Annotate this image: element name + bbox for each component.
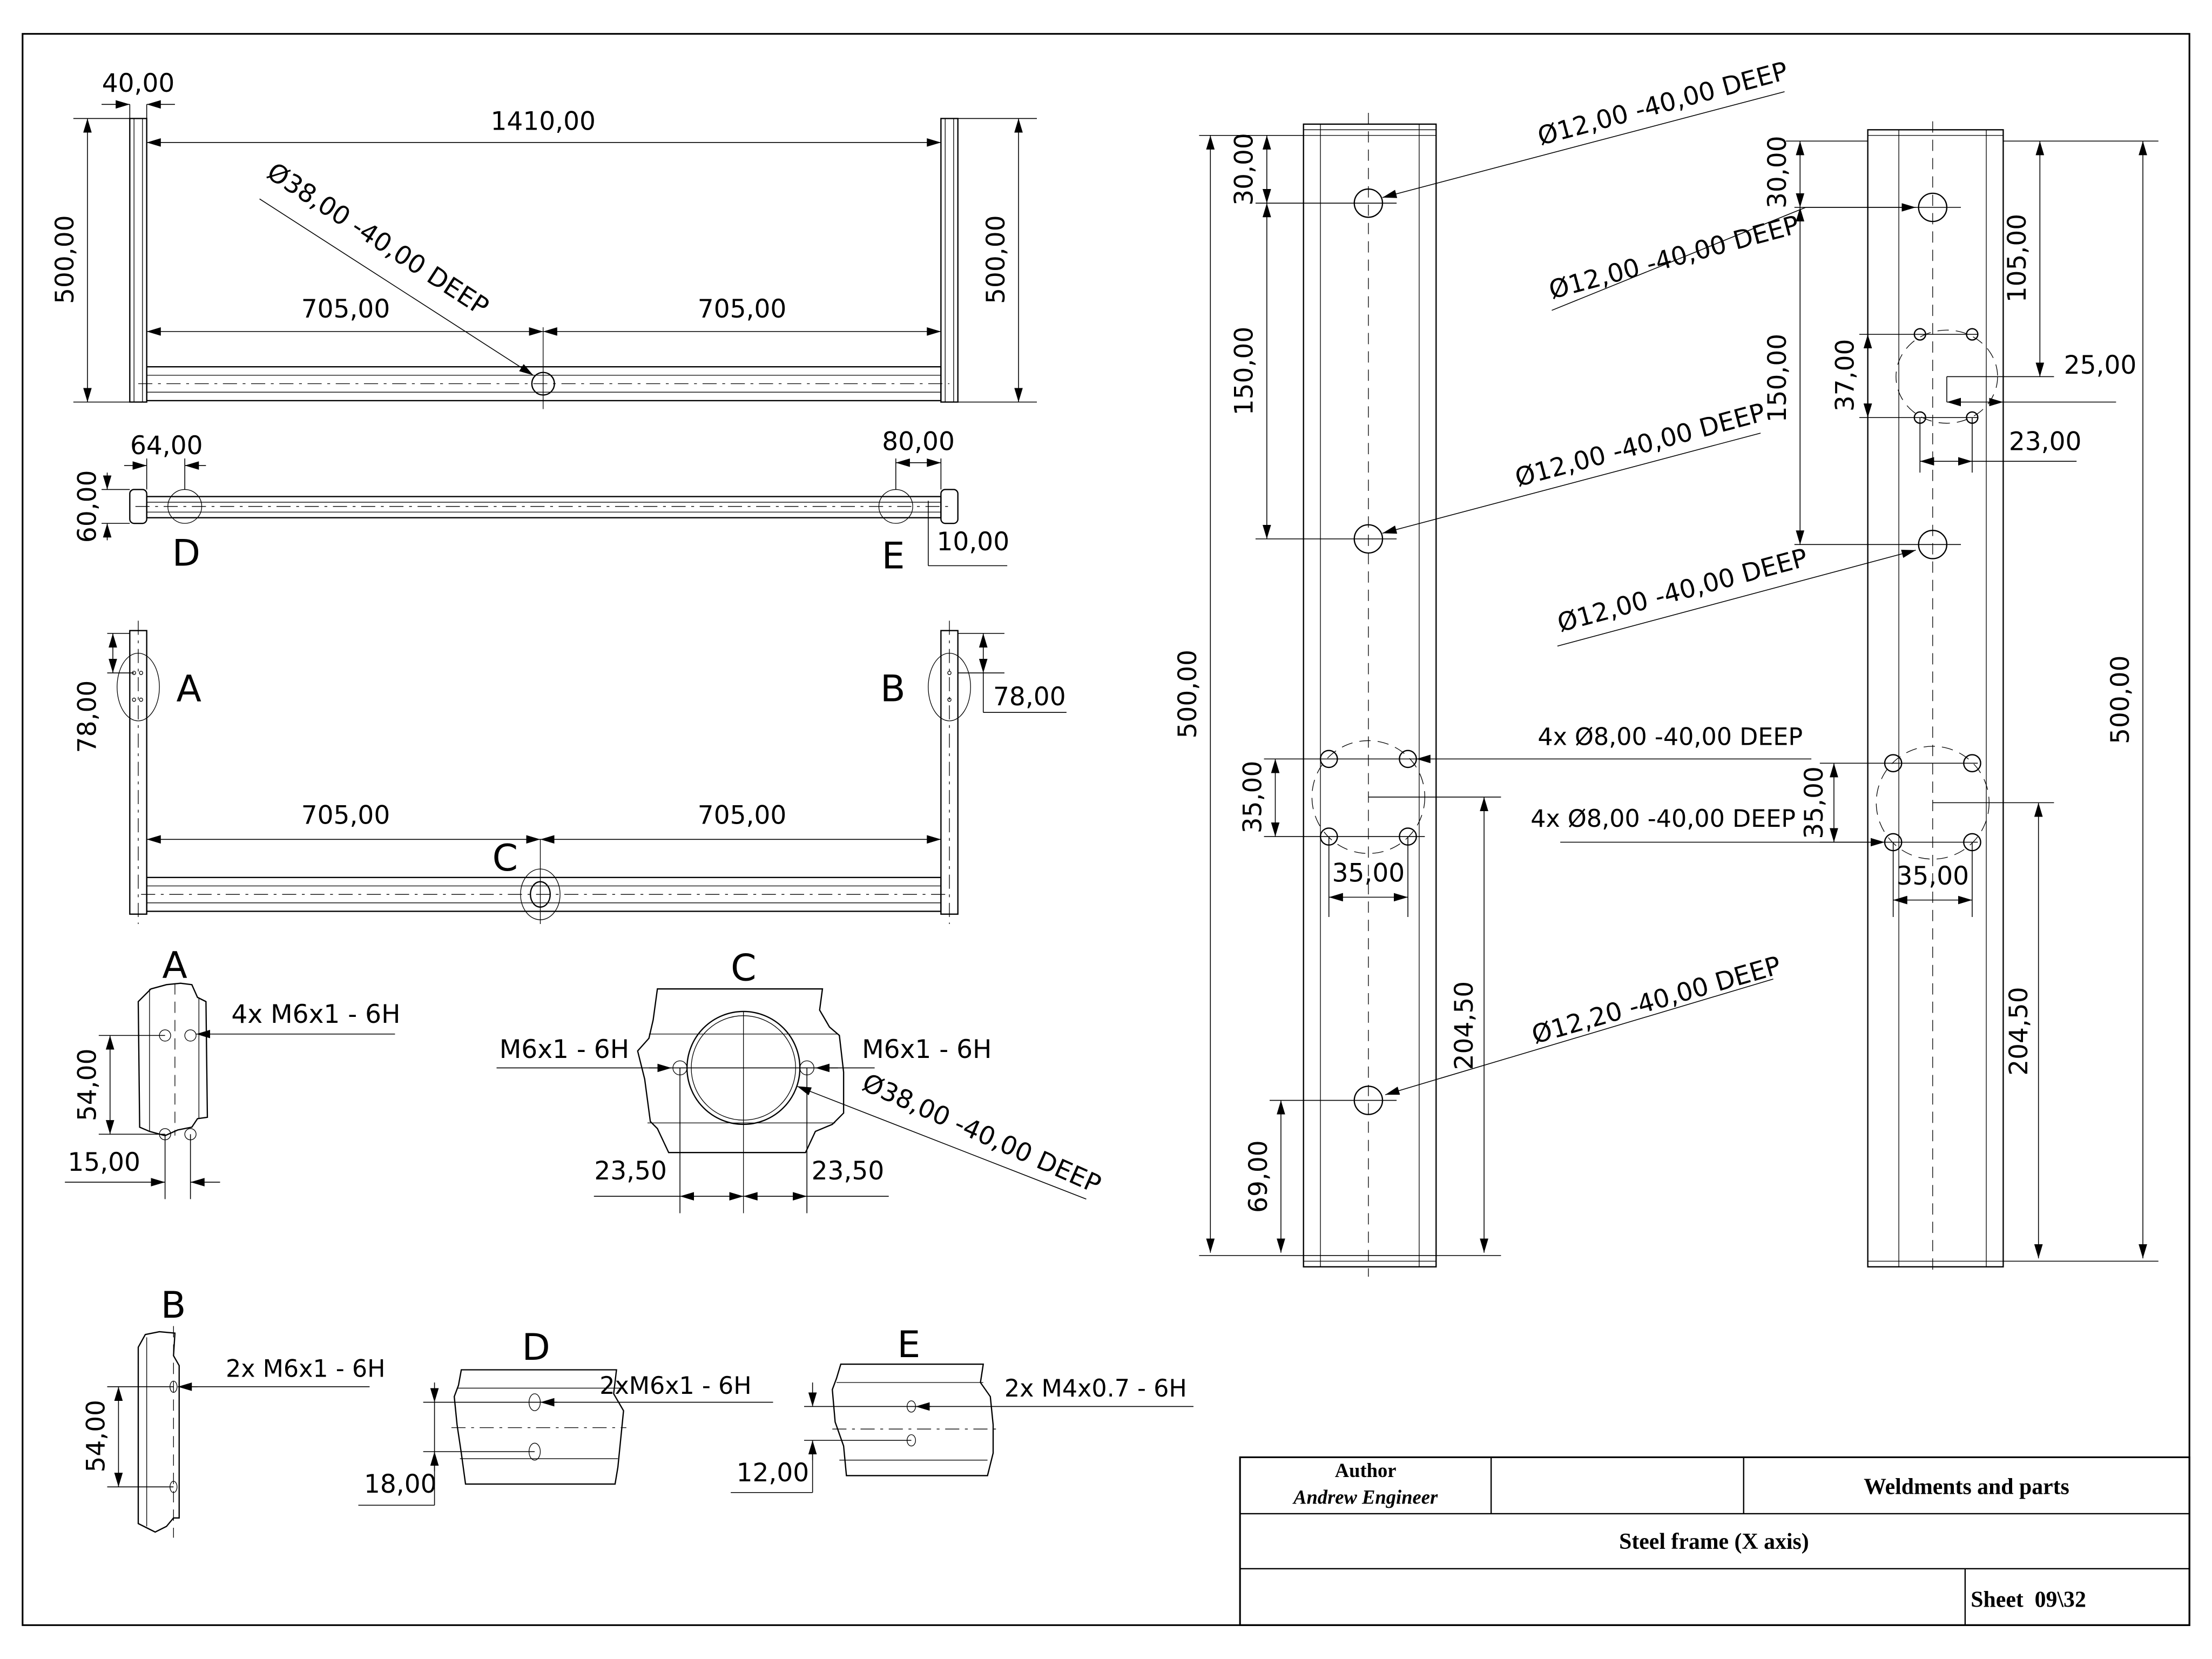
upright-right-callout-pattern: 4x Ø8,00 -40,00 DEEP xyxy=(1530,805,1796,833)
upright-right-view: 500,00 30,00 150,00 105,00 25,00 37,00 2… xyxy=(1530,121,2159,1277)
right-upright xyxy=(940,118,959,403)
upright-left-top-offset: 30,00 xyxy=(1230,133,1259,206)
upright-right-pattern-spacing-h: 35,00 xyxy=(1896,861,1969,891)
detail-c-hole-callout: Ø38,00 -40,00 DEEP xyxy=(858,1068,1105,1199)
title-block: Author Andrew Engineer Weldments and par… xyxy=(1239,1456,2190,1626)
detail-marker-b: B xyxy=(880,667,906,710)
upright-right-pattern-offset: 105,00 xyxy=(2002,214,2032,303)
upright-right-lower-offset: 204,50 xyxy=(2004,987,2034,1076)
detail-marker-a: A xyxy=(177,667,201,710)
upright-left-pattern-v: 35,00 xyxy=(1238,761,1267,834)
upright-left-hole-spacing: 150,00 xyxy=(1230,327,1259,416)
upright-left-overall: 500,00 xyxy=(1173,650,1203,739)
sheet-border xyxy=(22,33,2190,1626)
detail-e-spacing: 12,00 xyxy=(737,1458,810,1488)
upright-right-pattern-h1: 25,00 xyxy=(2064,350,2137,380)
detail-c-offset-right: 23,50 xyxy=(812,1156,885,1186)
detail-e-label: E xyxy=(897,1324,920,1366)
dim-height-left: 500,00 xyxy=(50,215,80,304)
detail-a-spacing: 54,00 xyxy=(73,1049,103,1122)
upright-left-pattern-h: 35,00 xyxy=(1332,859,1405,888)
upright-right-pattern-h2: 23,00 xyxy=(2009,427,2082,456)
top-view: 60,00 64,00 80,00 10,00 D E xyxy=(73,427,1010,577)
detail-marker-e: E xyxy=(882,535,905,578)
dim-bottom-half-right: 705,00 xyxy=(698,801,787,831)
detail-c-callout-left: M6x1 - 6H xyxy=(500,1035,629,1064)
dim-bottom-right-offset: 78,00 xyxy=(993,682,1066,712)
detail-c-label: C xyxy=(731,947,756,990)
detail-a-label: A xyxy=(162,944,187,987)
detail-a-width: 15,00 xyxy=(68,1148,140,1177)
detail-b-callout: 2x M6x1 - 6H xyxy=(226,1355,386,1383)
sheet-number: Sheet 09\32 xyxy=(1971,1587,2086,1612)
drawing-title: Steel frame (X axis) xyxy=(1619,1529,1809,1554)
upright-right-pattern-spacing-v: 35,00 xyxy=(1799,766,1829,839)
author-name: Andrew Engineer xyxy=(1292,1486,1438,1508)
detail-d-label: D xyxy=(522,1326,550,1369)
detail-d-callout: 2xM6x1 - 6H xyxy=(599,1372,751,1400)
author-label: Author xyxy=(1335,1459,1397,1481)
dim-bottom-half-left: 705,00 xyxy=(301,801,390,831)
dim-upright-width: 40,00 xyxy=(102,69,175,98)
detail-c-offset-left: 23,50 xyxy=(594,1156,667,1186)
detail-e: E 2x M4x0.7 - 6H 12,00 xyxy=(731,1324,1193,1493)
upright-right-callout-mid: Ø12,00 -40,00 DEEP xyxy=(1554,543,1811,638)
dim-half-right: 705,00 xyxy=(698,294,787,324)
detail-a: A 4x M6x1 - 6H 54,00 15,00 xyxy=(65,944,400,1199)
upright-left-callout-mid: Ø12,00 -40,00 DEEP xyxy=(1512,397,1769,493)
dim-bottom-left-offset: 78,00 xyxy=(73,680,103,753)
detail-d-spacing: 18,00 xyxy=(364,1469,437,1499)
dim-top-height: 60,00 xyxy=(73,470,103,543)
upright-right-pattern-v: 37,00 xyxy=(1830,339,1860,412)
upright-left-callout-top: Ø12,00 -40,00 DEEP xyxy=(1534,56,1791,152)
dim-top-left-offset: 64,00 xyxy=(130,431,203,461)
detail-d: D 2xM6x1 - 6H 18,00 xyxy=(358,1326,773,1506)
dim-top-right-offset: 80,00 xyxy=(882,427,955,456)
front-view: 40,00 1410,00 500,00 500,00 705,00 705,0… xyxy=(50,69,1037,409)
upright-left-callout-bottom: Ø12,20 -40,00 DEEP xyxy=(1528,950,1784,1050)
detail-a-callout: 4x M6x1 - 6H xyxy=(231,1000,400,1029)
detail-c-callout-right: M6x1 - 6H xyxy=(862,1035,992,1064)
dim-height-right: 500,00 xyxy=(981,215,1011,304)
upright-left-bottom-offset: 69,00 xyxy=(1244,1140,1273,1213)
detail-marker-c: C xyxy=(493,837,518,880)
detail-e-callout: 2x M4x0.7 - 6H xyxy=(1004,1375,1187,1402)
upright-right-callout-top: Ø12,00 -40,00 DEEP xyxy=(1546,210,1802,306)
detail-marker-d: D xyxy=(172,532,200,575)
detail-b-spacing: 54,00 xyxy=(81,1400,111,1473)
detail-b-label: B xyxy=(161,1284,186,1327)
dim-overall-length: 1410,00 xyxy=(491,106,596,136)
bottom-view: 78,00 78,00 705,00 705,00 A B C xyxy=(73,621,1067,925)
left-upright xyxy=(129,118,147,403)
detail-c: C M6x1 - 6H M6x1 - 6H Ø38,00 -40,00 DEEP… xyxy=(496,947,1105,1213)
dim-top-end-offset: 10,00 xyxy=(937,527,1010,557)
dim-half-left: 705,00 xyxy=(301,294,390,324)
upright-right-overall: 500,00 xyxy=(2106,655,2135,744)
upright-left-lower-offset: 204,50 xyxy=(1449,981,1479,1070)
upright-right-hole-spacing: 150,00 xyxy=(1763,334,1792,423)
detail-b: B 2x M6x1 - 6H 54,00 xyxy=(81,1284,386,1538)
project-name: Weldments and parts xyxy=(1864,1474,2069,1499)
upright-left-callout-pattern: 4x Ø8,00 -40,00 DEEP xyxy=(1537,723,1803,751)
upright-right-top-offset: 30,00 xyxy=(1763,136,1792,208)
